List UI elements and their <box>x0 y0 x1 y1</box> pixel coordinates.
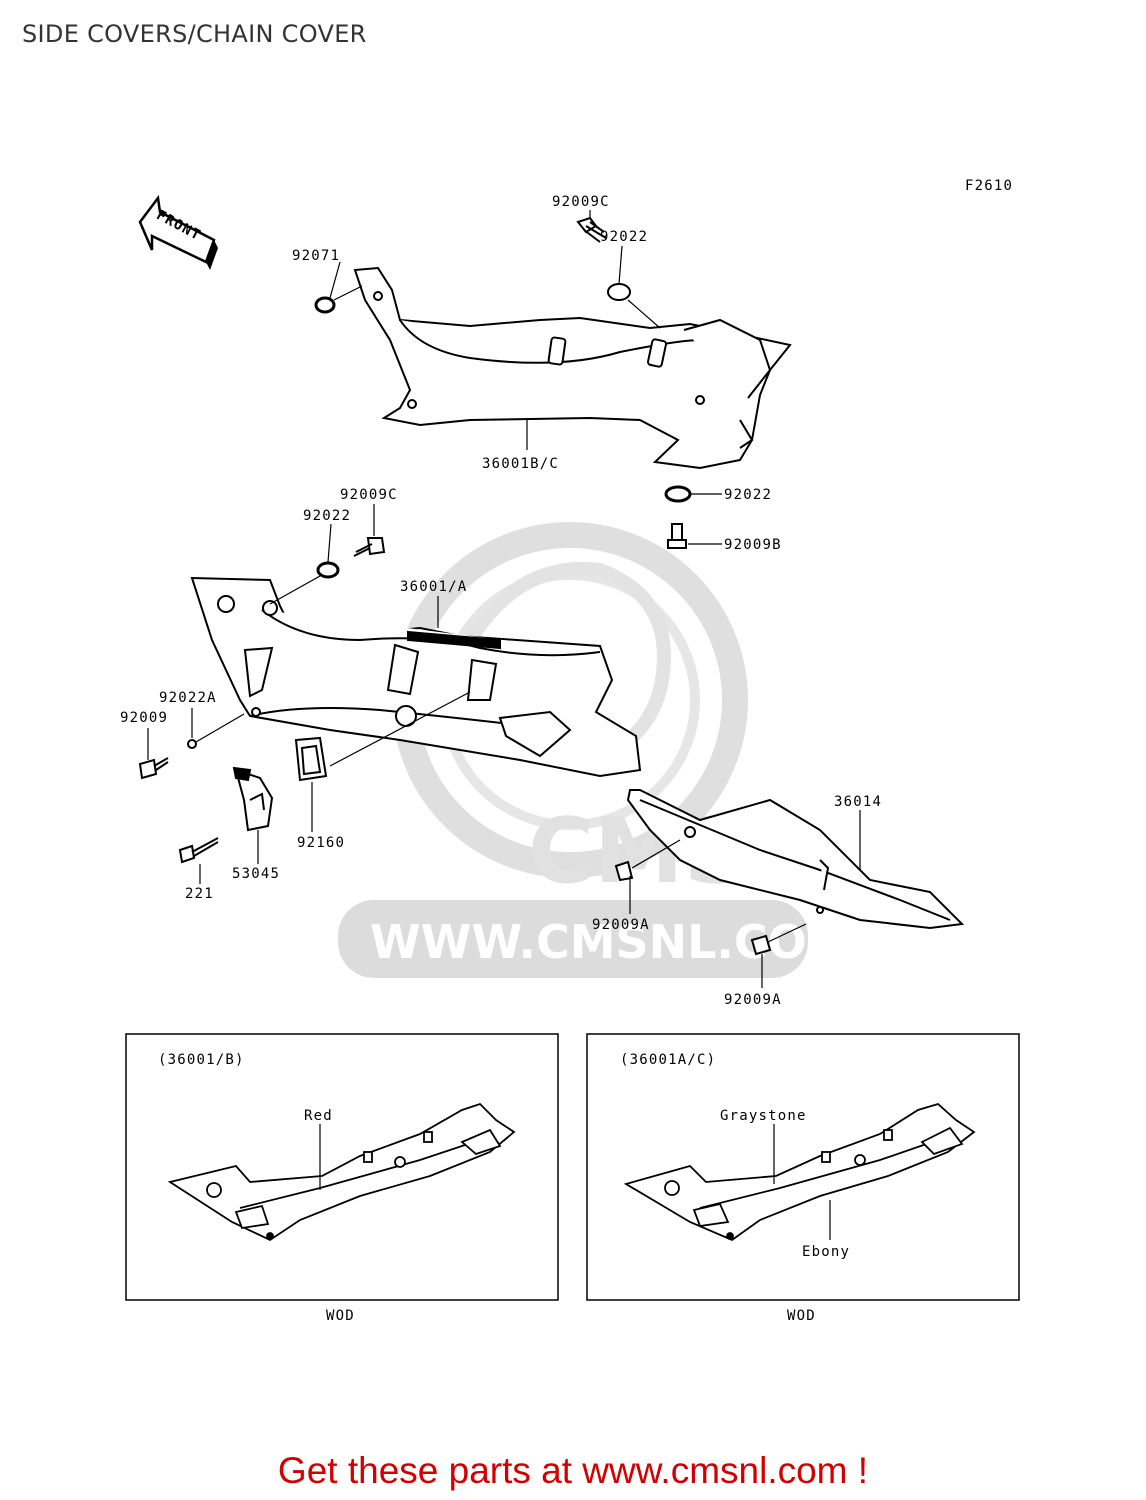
callout-53045: 53045 <box>232 866 280 882</box>
lower-leader-lines <box>147 504 861 988</box>
cta-link-text[interactable]: Get these parts at www.cmsnl.com ! <box>277 1450 869 1491</box>
grommet-92071-icon <box>314 296 336 314</box>
callout-36014: 36014 <box>834 794 882 810</box>
callout-92022-right: 92022 <box>724 487 772 503</box>
inset-b-footer: WOD <box>326 1308 355 1324</box>
bolt-92009-icon <box>138 757 169 780</box>
chain-cover-36014 <box>626 789 965 930</box>
side-cover-lower <box>190 576 642 778</box>
callout-92160: 92160 <box>297 835 345 851</box>
callout-92009A-2: 92009A <box>724 992 782 1008</box>
inset-ac-color-ebony: Ebony <box>802 1244 850 1260</box>
callout-92022-mid: 92022 <box>303 508 351 524</box>
inset-36001-AC: (36001A/C) Graystone Ebony WOD <box>586 1033 1020 1324</box>
side-cover-upper <box>353 266 792 470</box>
inset-ac-color-graystone: Graystone <box>720 1108 807 1124</box>
inset-b-color-red: Red <box>304 1108 333 1124</box>
inset-36001-B: (36001/B) Red WOD <box>125 1033 559 1324</box>
callout-92022A: 92022A <box>159 690 217 706</box>
watermark-url: WWW.CMSNL.COM <box>370 915 853 969</box>
bolt-92009C-top-icon <box>576 216 607 243</box>
page-title: SIDE COVERS/CHAIN COVER <box>22 20 367 48</box>
inset-ac-footer: WOD <box>787 1308 816 1324</box>
callout-92022-top: 92022 <box>600 229 648 245</box>
bolt-92009C-mid-icon <box>353 537 386 557</box>
front-arrow-icon: FRONT <box>138 194 218 270</box>
callout-92009B: 92009B <box>724 537 782 553</box>
parts-diagram: CMS WWW.CMSNL.COM F2610 FRONT <box>120 178 1020 1324</box>
grommet-92160-icon <box>294 736 328 782</box>
figure-code: F2610 <box>965 178 1013 194</box>
bolt-92009B-icon <box>667 523 687 549</box>
cta-link[interactable]: Get these parts at www.cmsnl.com ! <box>0 1450 1146 1492</box>
callout-92009: 92009 <box>120 710 168 726</box>
inset-b-title: (36001/B) <box>158 1052 245 1068</box>
callout-92071: 92071 <box>292 248 340 264</box>
clip-53045-icon <box>232 766 274 832</box>
washer-92022-top-icon <box>607 283 631 301</box>
callout-92009A-1: 92009A <box>592 917 650 933</box>
bolt-92009A-lower-icon <box>750 934 772 956</box>
callout-92009C-top: 92009C <box>552 194 610 210</box>
screw-221-icon <box>178 837 219 864</box>
nut-92022A-icon <box>187 739 197 749</box>
callout-221: 221 <box>185 886 214 902</box>
callout-36001BC: 36001B/C <box>482 456 559 472</box>
callout-92009C-mid: 92009C <box>340 487 398 503</box>
callout-36001A: 36001/A <box>400 579 467 595</box>
washer-92022-right-icon <box>664 485 692 503</box>
upper-leader-lines <box>329 210 722 545</box>
bolt-92009A-upper-icon <box>614 860 634 882</box>
inset-ac-title: (36001A/C) <box>620 1052 716 1068</box>
washer-92022-mid-icon <box>316 561 340 579</box>
